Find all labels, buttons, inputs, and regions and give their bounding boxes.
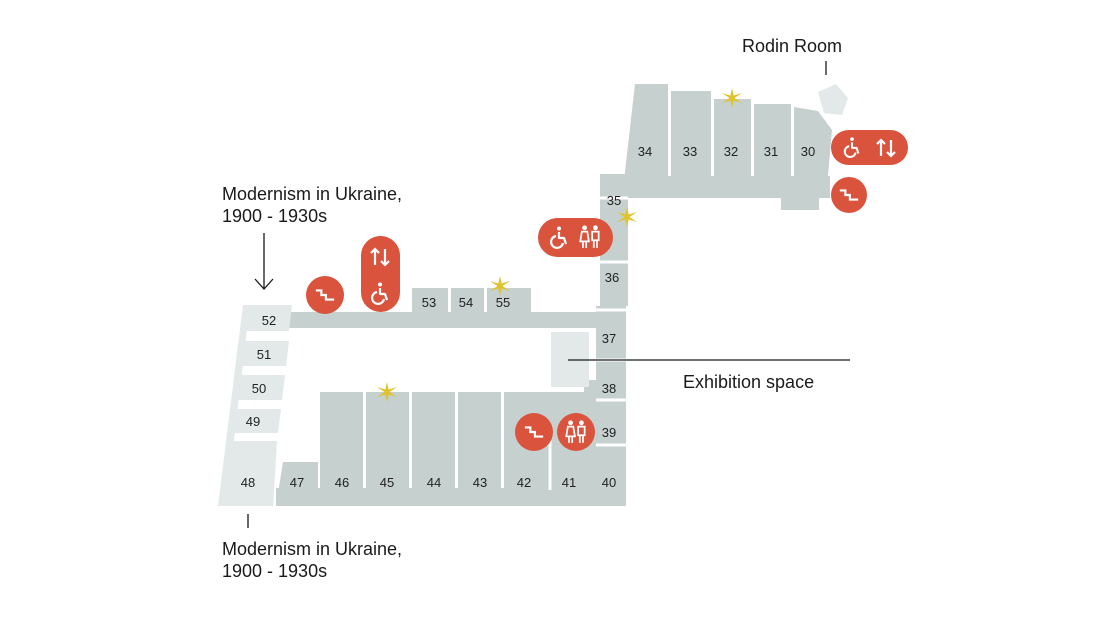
room-number-37: 37 <box>602 331 616 346</box>
room-46-shape <box>320 392 363 506</box>
room-number-32: 32 <box>724 144 738 159</box>
room-34-shape <box>622 84 668 198</box>
room-number-46: 46 <box>335 475 349 490</box>
modernism-bottom-line-1: Modernism in Ukraine, <box>222 539 403 559</box>
room-number-54: 54 <box>459 295 473 310</box>
room-number-53: 53 <box>422 295 436 310</box>
ne-corridor-shape <box>622 176 830 198</box>
room-number-39: 39 <box>602 425 616 440</box>
rodin-room-label: Rodin Room <box>742 36 843 56</box>
room-number-42: 42 <box>517 475 531 490</box>
room-43-shape <box>458 392 501 506</box>
room-number-48: 48 <box>241 475 255 490</box>
east-column-shape <box>596 306 626 506</box>
room-number-40: 40 <box>602 475 616 490</box>
facility-badge-ne <box>831 130 908 165</box>
room-number-38: 38 <box>602 381 616 396</box>
room-number-47: 47 <box>290 475 304 490</box>
room-number-36: 36 <box>605 270 619 285</box>
facility-badge-central <box>538 218 613 257</box>
facility-badge-north-stairs <box>306 276 344 314</box>
west-column-edge-shape <box>218 305 250 506</box>
room-53-shape <box>412 288 448 316</box>
room-number-33: 33 <box>683 144 697 159</box>
room-number-50: 50 <box>252 381 266 396</box>
room-54-shape <box>451 288 484 316</box>
room-number-41: 41 <box>562 475 576 490</box>
room-50-shape <box>233 375 285 400</box>
modernism-top-arrow-head <box>254 278 274 290</box>
facility-badge-south-wc <box>557 413 595 451</box>
modernism-top-line-2: 1900 - 1930s <box>222 206 328 226</box>
south-corridor-shape <box>276 488 596 506</box>
room-number-44: 44 <box>427 475 441 490</box>
rodin-room-shape <box>818 84 848 115</box>
room-44-shape <box>412 392 455 506</box>
modernism-top-label: Modernism in Ukraine, 1900 - 1930s <box>222 183 402 227</box>
room-number-45: 45 <box>380 475 394 490</box>
north-corridor-shape <box>287 312 626 328</box>
room-number-52: 52 <box>262 313 276 328</box>
exhibition-space-label: Exhibition space <box>683 372 815 392</box>
room-52-shape <box>241 305 292 331</box>
room-number-55: 55 <box>496 295 510 310</box>
facility-badge-north-lift <box>361 236 400 312</box>
corner-landing-shape <box>584 380 614 402</box>
room-30-shape <box>794 107 832 198</box>
modernism-bottom-line-2: 1900 - 1930s <box>222 561 328 581</box>
facility-badge-south-stairs <box>515 413 553 451</box>
room-45-shape <box>366 392 409 506</box>
room-number-43: 43 <box>473 475 487 490</box>
room-number-34: 34 <box>638 144 652 159</box>
facility-badge-ne-stairs <box>831 177 867 213</box>
room-number-31: 31 <box>764 144 778 159</box>
room-number-49: 49 <box>246 414 260 429</box>
room-number-30: 30 <box>801 144 815 159</box>
ne-stair-landing-shape <box>781 198 819 210</box>
room-number-51: 51 <box>257 347 271 362</box>
room-number-35: 35 <box>607 193 621 208</box>
room-55-shape <box>487 288 531 316</box>
modernism-bottom-label: Modernism in Ukraine, 1900 - 1930s <box>222 538 402 582</box>
room-49-shape <box>229 409 281 433</box>
modernism-top-line-1: Modernism in Ukraine, <box>222 184 403 204</box>
room-51-shape <box>237 341 289 366</box>
room-48-shape <box>218 441 277 506</box>
